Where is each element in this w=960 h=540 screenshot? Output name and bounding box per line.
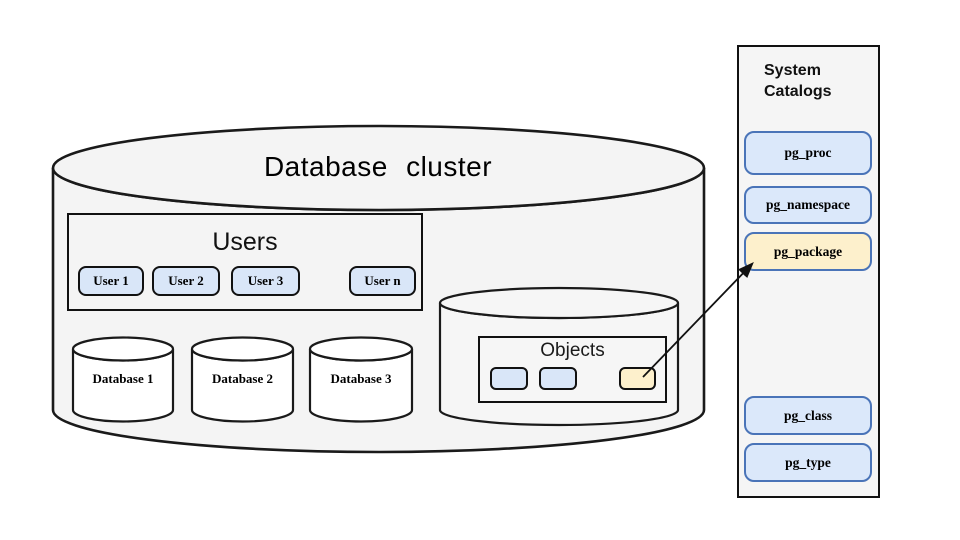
catalog-pg-package-highlighted: pg_package	[744, 232, 872, 271]
database-1-cylinder	[71, 336, 175, 423]
catalog-pg-proc: pg_proc	[744, 131, 872, 175]
object-1-shape	[490, 367, 528, 390]
user-n-label: User n	[364, 273, 401, 288]
user-n-node: User n	[349, 266, 416, 296]
user-2-label: User 2	[168, 273, 204, 288]
pg-proc-label: pg_proc	[784, 145, 832, 160]
users-title: Users	[212, 228, 278, 256]
pg-package-label: pg_package	[773, 243, 843, 259]
user-1-node: User 1	[78, 266, 144, 296]
pg-namespace-label: pg_namespace	[766, 197, 850, 212]
catalog-pg-type: pg_type	[744, 443, 872, 482]
database-3-cylinder	[308, 336, 414, 423]
catalog-pg-class: pg_class	[744, 396, 872, 435]
objects-title: Objects	[540, 340, 605, 361]
system-catalogs-title: System Catalogs	[764, 62, 832, 100]
cluster-title: Database cluster	[263, 151, 493, 182]
object-3-shape-highlighted	[619, 367, 656, 390]
database-2-cylinder	[190, 336, 295, 423]
user-3-node: User 3	[231, 266, 300, 296]
users-box	[67, 213, 423, 311]
user-2-node: User 2	[152, 266, 220, 296]
database-3-label: Database 3	[330, 371, 392, 386]
user-3-label: User 3	[247, 273, 284, 288]
pg-class-label: pg_class	[783, 407, 832, 423]
catalog-pg-namespace: pg_namespace	[744, 186, 872, 224]
pg-type-label: pg_type	[785, 454, 831, 470]
database-1-label: Database 1	[92, 371, 154, 386]
user-1-label: User 1	[93, 273, 129, 288]
object-2-shape	[539, 367, 577, 390]
objects-cylinder	[438, 286, 680, 427]
database-2-label: Database 2	[211, 371, 274, 386]
